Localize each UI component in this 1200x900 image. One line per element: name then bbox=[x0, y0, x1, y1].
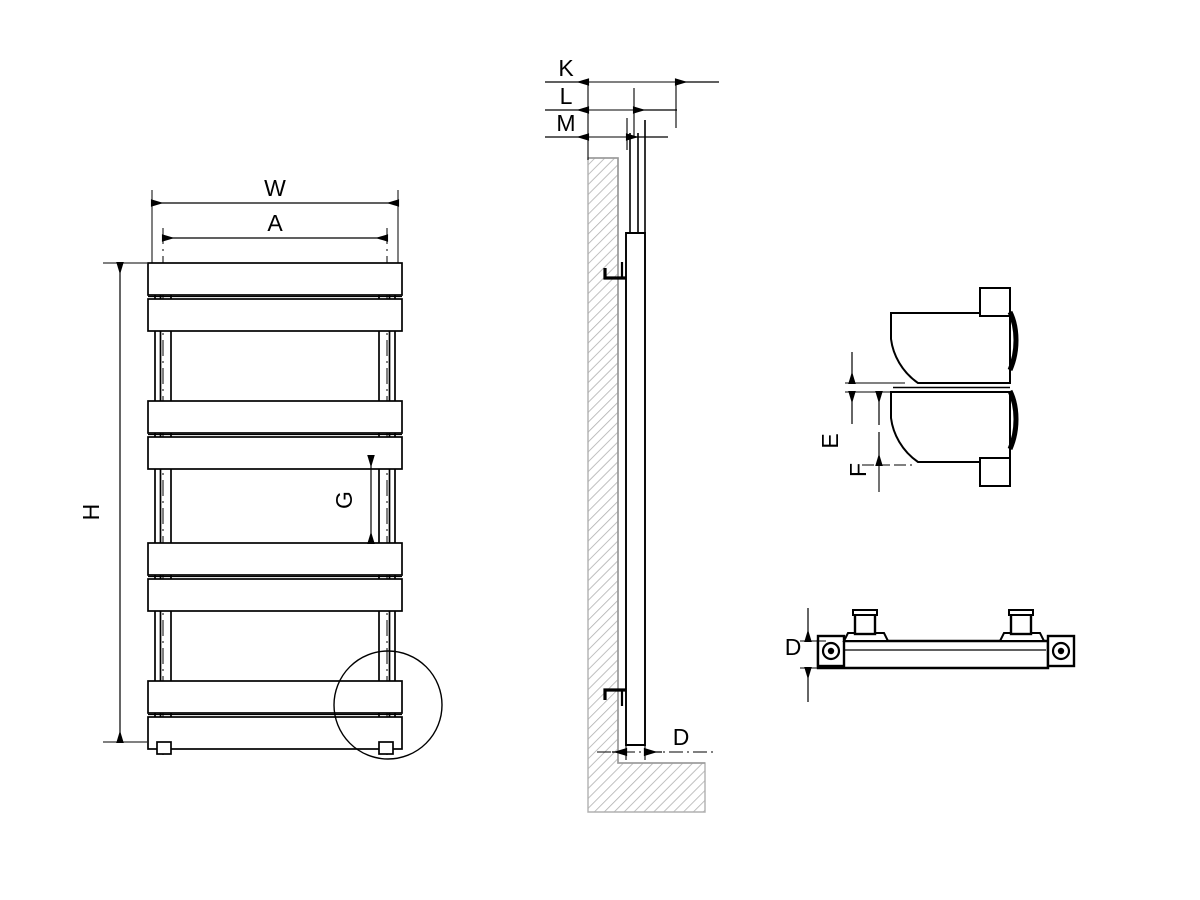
dimension-h-label: H bbox=[78, 504, 104, 521]
dimension-w: W bbox=[150, 175, 400, 207]
dimension-a: A bbox=[161, 210, 389, 242]
rail-profile-detail-view: E F bbox=[817, 287, 1019, 492]
front-elevation-view: W A H G bbox=[78, 175, 443, 760]
detail-callout-circle bbox=[333, 650, 443, 760]
dimension-f-label: F bbox=[845, 463, 871, 477]
rung-4-upper-bar bbox=[147, 680, 403, 714]
bracket-right-post-shaft bbox=[1009, 612, 1033, 636]
rail-profile-upper-end-face bbox=[1007, 310, 1019, 372]
dimension-a-label: A bbox=[267, 210, 283, 236]
rung-1-lower-bar bbox=[147, 298, 403, 332]
rung-2-lower-bar bbox=[147, 436, 403, 470]
bracket-left-post-shaft bbox=[853, 612, 877, 636]
dimension-d-plan: D bbox=[785, 608, 826, 702]
rung-3-upper-bar bbox=[147, 542, 403, 576]
bracket-main-bar bbox=[816, 639, 1050, 670]
side-radiator-body bbox=[625, 232, 646, 746]
rung-2-upper-bar bbox=[147, 400, 403, 434]
wall-bracket-upper bbox=[603, 268, 626, 280]
dimension-l: L bbox=[545, 83, 677, 136]
side-body-outline bbox=[625, 232, 646, 746]
front-rungs bbox=[147, 262, 403, 750]
side-wall-brackets bbox=[603, 262, 626, 706]
bracket-plan-detail-view: D bbox=[785, 608, 1076, 702]
bracket-right-post-cap bbox=[1008, 609, 1034, 616]
bracket-right-post bbox=[998, 609, 1046, 642]
rung-1-upper-bar bbox=[147, 262, 403, 296]
dimension-m: M bbox=[545, 110, 668, 150]
rung-4-lower-bar bbox=[147, 716, 403, 750]
dimension-w-label: W bbox=[264, 175, 286, 201]
wall-inner-edge bbox=[588, 157, 705, 764]
rail-profile-upper-body bbox=[890, 312, 1011, 384]
side-section-view: K L M D bbox=[545, 55, 719, 813]
wall-bracket-lower bbox=[603, 688, 626, 700]
dimension-h: H bbox=[78, 261, 147, 744]
dimension-g: G bbox=[331, 454, 375, 545]
rung-3-lower-bar bbox=[147, 578, 403, 612]
dimension-k-label: K bbox=[558, 55, 574, 81]
dimension-e-label: E bbox=[817, 433, 843, 448]
rail-profile-lower-end-face bbox=[1007, 389, 1019, 451]
dimension-l-label: L bbox=[560, 83, 573, 109]
bracket-left-screw-inner bbox=[827, 647, 835, 655]
rail-foot-right bbox=[378, 741, 394, 755]
dimension-d-side: D bbox=[597, 724, 713, 760]
rail-profile-lower-stub bbox=[979, 457, 1011, 487]
bracket-right-screw-inner bbox=[1057, 647, 1065, 655]
dimension-d-side-label: D bbox=[673, 724, 690, 750]
side-tube-top bbox=[629, 120, 646, 233]
bracket-left-post-cap bbox=[852, 609, 878, 616]
dimension-g-label: G bbox=[331, 491, 357, 509]
front-rail-feet bbox=[156, 741, 394, 755]
rail-profile-lower-body bbox=[890, 391, 1011, 463]
dimension-k: K bbox=[545, 55, 719, 160]
dimension-d-plan-label: D bbox=[785, 634, 802, 660]
front-vertical-rails bbox=[154, 267, 396, 743]
rail-profile-upper-stub bbox=[979, 287, 1011, 317]
dimension-f: F bbox=[845, 390, 912, 492]
dimension-m-label: M bbox=[556, 110, 575, 136]
wall-floor-hatch bbox=[587, 157, 706, 813]
rail-foot-left bbox=[156, 741, 172, 755]
bracket-left-post bbox=[842, 609, 890, 642]
